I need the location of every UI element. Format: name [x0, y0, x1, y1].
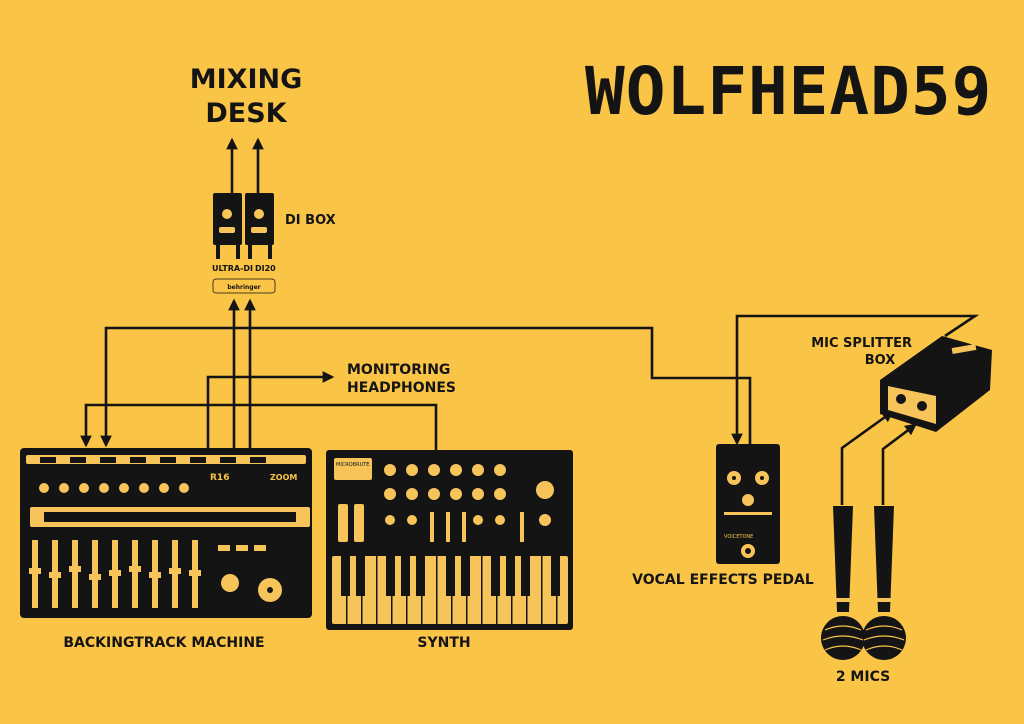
microphones-device: [821, 506, 906, 660]
mixing-desk-label-line1: MIXING: [190, 64, 303, 95]
recorder-model: R16: [210, 473, 229, 483]
di-box-maker: behringer: [227, 284, 260, 291]
monitoring-label-line2: HEADPHONES: [347, 380, 456, 396]
mixing-desk-label-line2: DESK: [205, 98, 287, 129]
mic-splitter-box-device: [880, 336, 992, 432]
synth-label: SYNTH: [417, 635, 470, 651]
monitoring-label-line1: MONITORING: [347, 362, 450, 378]
wire-mic2-to-splitter: [881, 423, 917, 505]
mic-splitter-label-line1: MIC SPLITTER: [811, 336, 912, 351]
di-box-device: ULTRA-DI DI20 behringer: [212, 193, 276, 294]
vocal-pedal-label: VOCAL EFFECTS PEDAL: [632, 572, 814, 588]
wire-mic1-to-splitter: [840, 410, 894, 505]
wire-splitter-to-pedal: [731, 314, 980, 446]
recorder-brand: ZOOM: [270, 473, 297, 482]
synth-device: MICROBRUTE: [326, 450, 573, 630]
di-box-label: DI BOX: [285, 213, 336, 228]
wire-recorder-to-headphones: [206, 371, 335, 450]
di-box-model-left: ULTRA-DI: [212, 264, 253, 273]
mics-label: 2 MICS: [836, 669, 890, 685]
wire-synth-to-recorder: [80, 403, 438, 450]
backingtrack-machine-device: R16 ZOOM: [20, 448, 312, 618]
brand-logo: WOLFHEAD59: [585, 53, 992, 130]
mic-splitter-label-line2: BOX: [865, 353, 896, 368]
backingtrack-label: BACKINGTRACK MACHINE: [63, 635, 264, 651]
synth-model: MICROBRUTE: [336, 462, 369, 468]
wire-pedal-to-recorder: [100, 326, 752, 448]
di-box-model-right: DI20: [255, 264, 276, 273]
pedal-brand: VOICETONE: [724, 534, 753, 540]
vocal-effects-pedal-device: VOICETONE: [716, 444, 780, 564]
